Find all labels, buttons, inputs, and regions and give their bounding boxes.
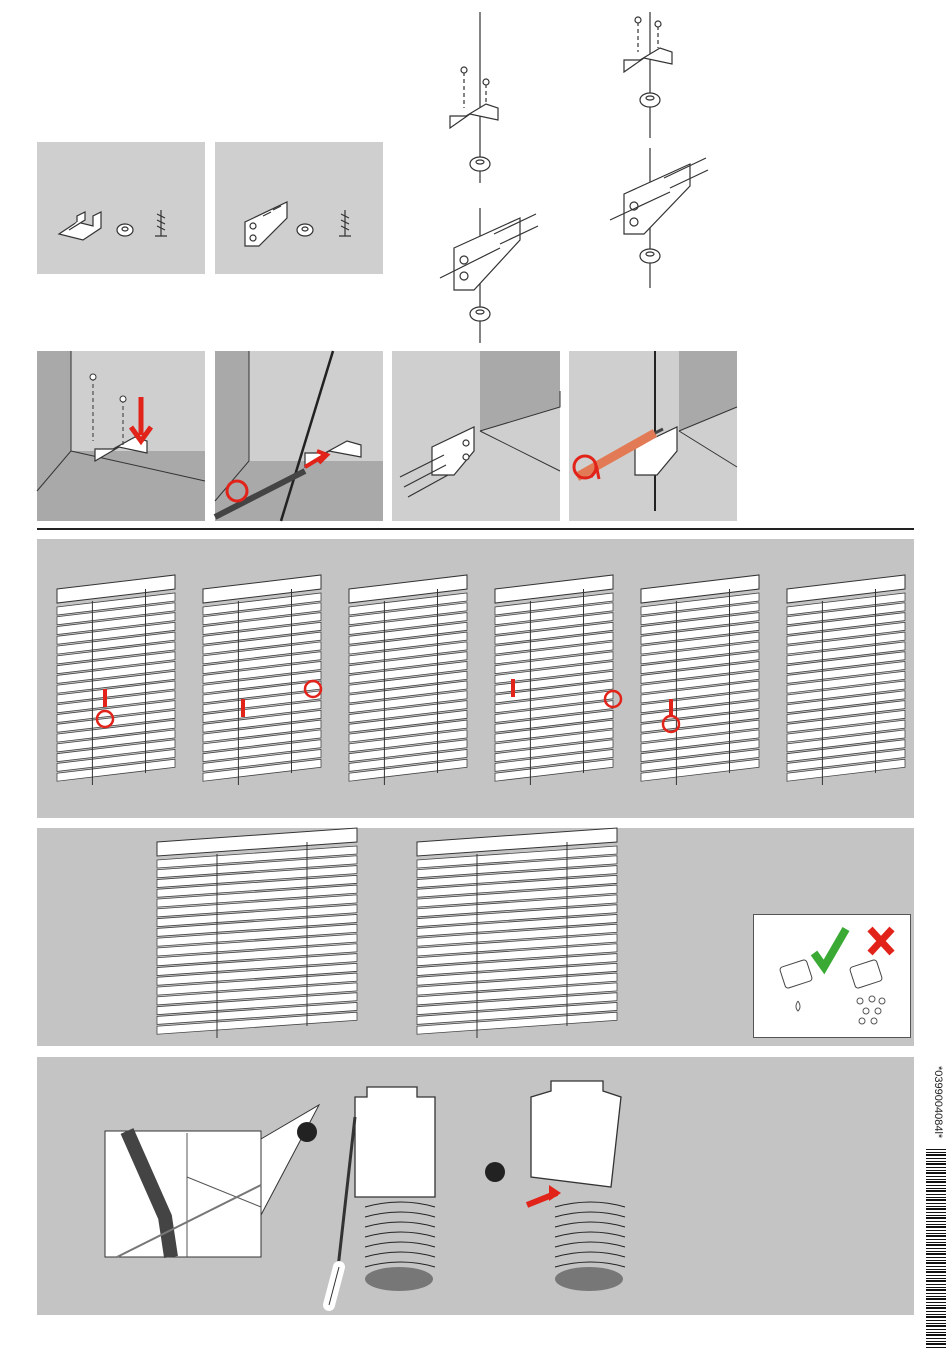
cleaning-band	[37, 828, 914, 1046]
sponge-icon	[779, 959, 812, 989]
step-1-dot	[297, 1122, 317, 1142]
operation-steps	[37, 539, 914, 818]
wall-mount-illustration	[37, 351, 205, 521]
cross-icon	[870, 929, 892, 953]
section-divider	[37, 528, 914, 530]
barcode-text: *0399004084l*	[932, 1066, 944, 1138]
install-step-1	[37, 351, 205, 521]
angle-bracket-wall-illustration	[392, 351, 560, 521]
clip-lock-illustration	[215, 351, 383, 521]
blind-step-1	[57, 575, 175, 785]
barcode	[926, 1148, 946, 1348]
many-drops-icon	[857, 996, 885, 1024]
blind-step-5	[641, 575, 759, 785]
blind-cleaning-2	[417, 828, 617, 1038]
operation-band	[37, 539, 914, 818]
blind-step-2	[203, 575, 321, 785]
blind-step-3	[349, 575, 467, 785]
sponge-wet-icon	[849, 959, 882, 989]
parts-panel-2	[215, 142, 383, 274]
parts-panel-1	[37, 142, 205, 274]
blind-step-6	[787, 575, 905, 785]
angle-bracket-icon	[215, 142, 383, 274]
checkmark-icon	[814, 929, 846, 967]
removal-band	[37, 1057, 914, 1315]
blind-cleaning-1	[157, 828, 357, 1038]
blind-step-4	[495, 575, 621, 785]
step-2-dot	[485, 1162, 505, 1182]
install-step-4	[569, 351, 737, 521]
screwdriver-tighten-illustration	[569, 351, 737, 521]
bracket-clip-icon	[37, 142, 205, 274]
install-step-2	[215, 351, 383, 521]
install-step-3	[392, 351, 560, 521]
cleaning-do-dont-box	[753, 914, 911, 1038]
drop-icon	[796, 1001, 800, 1011]
bracket-mounting-diagrams	[410, 8, 740, 348]
removal-steps	[37, 1057, 914, 1315]
